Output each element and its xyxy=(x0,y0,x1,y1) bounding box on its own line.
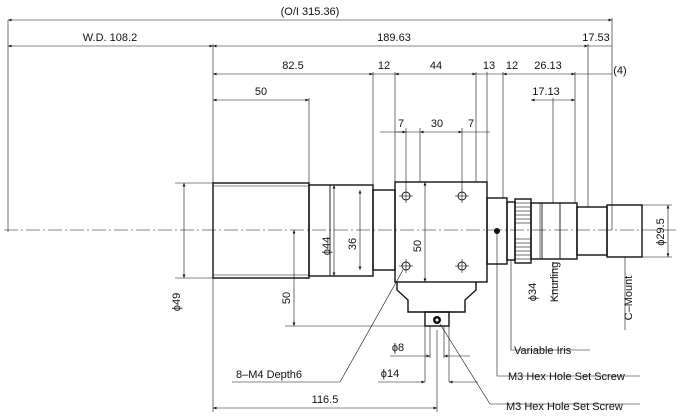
callout-knurling: Knurling xyxy=(549,262,561,302)
dim-front-50: 50 xyxy=(255,86,267,98)
dim-body-length: 189.63 xyxy=(377,32,411,44)
dim-dia-34: ϕ34 xyxy=(527,283,539,301)
dim-dia-44: ϕ44 xyxy=(321,237,333,255)
dim-front-barrel: 82.5 xyxy=(282,60,303,72)
dim-gap-12b: 12 xyxy=(506,60,518,72)
lower-stub xyxy=(424,311,450,327)
dim-rear-17: 17.13 xyxy=(532,86,560,98)
dim-length-116-5: 116.5 xyxy=(312,394,339,406)
callout-m3-set-screw-2: M3 Hex Hole Set Screw xyxy=(506,401,623,413)
lens-body xyxy=(212,181,643,327)
dim-dia-8: ϕ8 xyxy=(392,342,404,354)
knurling-pattern xyxy=(515,202,531,260)
dim-working-distance: W.D. 108.2 xyxy=(83,32,137,44)
dim-h-50-lower: 50 xyxy=(281,292,293,304)
dim-h-36: 36 xyxy=(347,238,359,250)
dim-gap-12a: 12 xyxy=(378,60,390,72)
dim-mount-offset: 17.53 xyxy=(582,32,610,44)
prism-cube xyxy=(394,181,488,283)
dim-rear-26: 26.13 xyxy=(534,60,562,72)
dim-overall: (O/I 315.36) xyxy=(281,6,340,18)
dim-dia-29-5: ϕ29.5 xyxy=(655,218,667,246)
dim-hole-7a: 7 xyxy=(398,118,404,130)
iris-ring xyxy=(506,201,516,261)
dim-h-50-cube: 50 xyxy=(412,240,424,252)
rear-barrel xyxy=(530,202,578,260)
middle-barrel xyxy=(308,184,374,277)
callout-variable-iris: Variable Iris xyxy=(514,345,572,357)
extension-lines xyxy=(7,18,672,412)
knurling-ring xyxy=(514,198,532,264)
callout-c-mount: C–Mount xyxy=(623,276,635,321)
callout-m3-set-screw-1: M3 Hex Hole Set Screw xyxy=(508,371,625,383)
front-barrel xyxy=(212,182,310,279)
dim-hole-7b: 7 xyxy=(468,118,474,130)
c-mount-thread xyxy=(576,206,608,256)
dim-hole-30: 30 xyxy=(431,118,443,130)
lower-block xyxy=(396,282,477,313)
dim-gap-13: 13 xyxy=(483,60,495,72)
dim-dia-49: ϕ49 xyxy=(171,293,183,311)
dim-dia-14: ϕ14 xyxy=(381,368,399,380)
dim-cube-width: 44 xyxy=(430,60,442,72)
callouts: Knurling C–Mount Variable Iris M3 Hex Ho… xyxy=(232,234,640,413)
vertical-dimensions: ϕ49 50 ϕ44 36 50 ϕ34 ϕ29.5 xyxy=(171,182,670,326)
dim-paren-4: (4) xyxy=(613,65,626,77)
c-mount-flange xyxy=(606,204,643,258)
horizontal-dimensions: (O/I 315.36) W.D. 108.2 189.63 17.53 82.… xyxy=(8,6,627,410)
m4-holes xyxy=(399,189,469,273)
callout-m4-holes: 8–M4 Depth6 xyxy=(236,369,302,381)
set-screw-upper xyxy=(494,228,500,234)
